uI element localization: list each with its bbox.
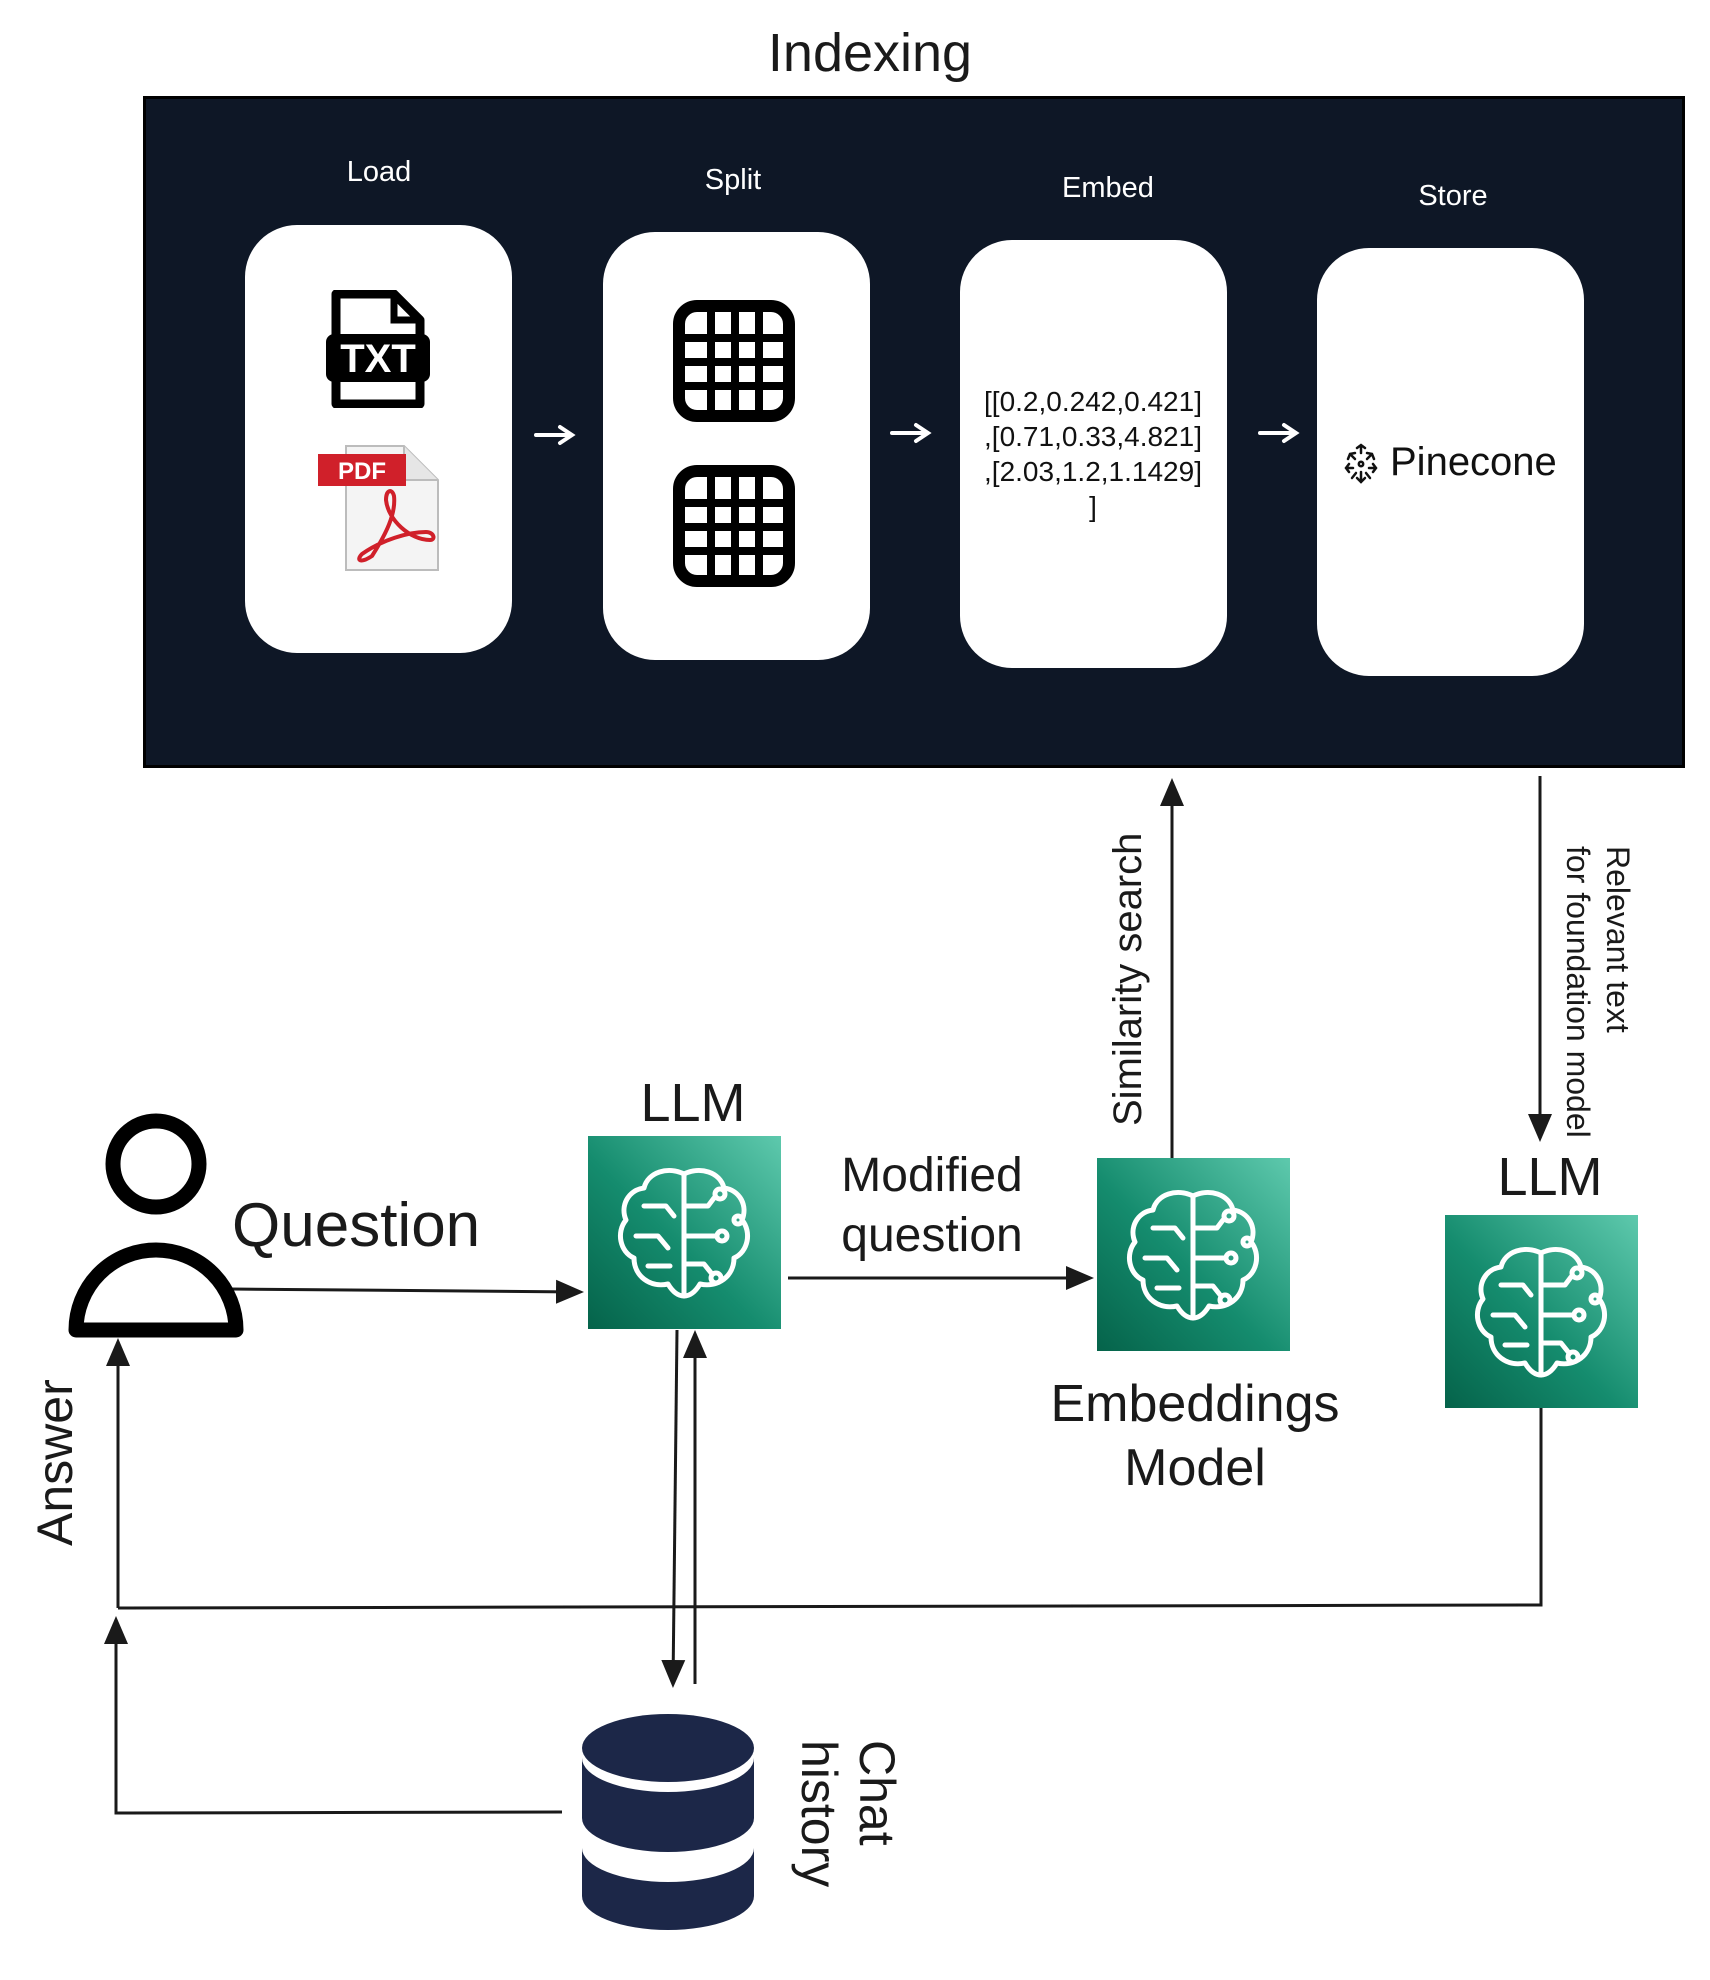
txt-icon-text: TXT [340,337,416,381]
llm-right-label: LLM [1497,1147,1603,1207]
chat-history-line: Chat [849,1740,905,1846]
grid-table-icon [673,465,795,587]
pdf-file-icon: PDF [318,445,439,571]
relevant-text-line: for foundation model [1560,846,1596,1138]
question-arrow [229,1279,584,1304]
question-label: Question [232,1191,481,1260]
llm-right-box [1445,1215,1638,1408]
similarity-search-label: Similarity search [1106,832,1150,1126]
llm-to-history-arrow [661,1329,686,1688]
embeddings-model-line: Embeddings [1050,1375,1340,1433]
llm-left-box [588,1136,781,1329]
chat-history-label: Chat history [790,1740,906,1887]
brain-circuit-icon [1474,1247,1608,1378]
stage-label-load: Load [346,156,412,188]
answer-line [117,1406,1543,1610]
relevant-text-line: Relevant text [1600,846,1636,1033]
pinecone-logo-text: Pinecone [1390,440,1557,484]
brain-circuit-icon [617,1168,751,1299]
vector-line: ] [1089,491,1097,522]
modified-question-line: Modified [841,1149,1023,1202]
pinecone-logo: Pinecone [1342,440,1557,485]
embeddings-model-box [1097,1158,1290,1351]
modified-question-line: question [841,1209,1023,1262]
embed-card [960,240,1227,668]
stage-label-store: Store [1418,180,1488,212]
vector-line: [[0.2,0.242,0.421] [984,386,1202,417]
chat-history-line: history [791,1740,847,1888]
grid-table-icon [673,300,795,422]
embeddings-model-line: Model [1124,1439,1266,1497]
txt-file-icon: TXT [326,290,430,408]
stage-label-split: Split [704,164,762,196]
relevant-text-label: Relevant text for foundation model [1558,846,1638,1138]
embeddings-model-label: Embeddings Model [1010,1372,1380,1500]
history-to-answer-arrow [104,1616,563,1815]
database-icon [582,1714,754,1930]
vector-line: ,[2.03,1.2,1.1429] [984,456,1202,487]
vector-line: ,[0.71,0.33,4.821] [984,421,1202,452]
person-icon [68,1113,244,1338]
embedding-vectors: [[0.2,0.242,0.421] ,[0.71,0.33,4.821] ,[… [958,384,1228,524]
brain-circuit-icon [1126,1190,1260,1321]
answer-label: Answer [27,1379,83,1546]
stage-label-embed: Embed [1062,172,1154,204]
pdf-icon-text: PDF [338,458,386,485]
llm-left-label: LLM [640,1073,746,1133]
pinecone-logo-icon [1344,442,1378,484]
modified-question-label: Modified question [800,1146,1064,1266]
indexing-title: Indexing [767,23,973,83]
